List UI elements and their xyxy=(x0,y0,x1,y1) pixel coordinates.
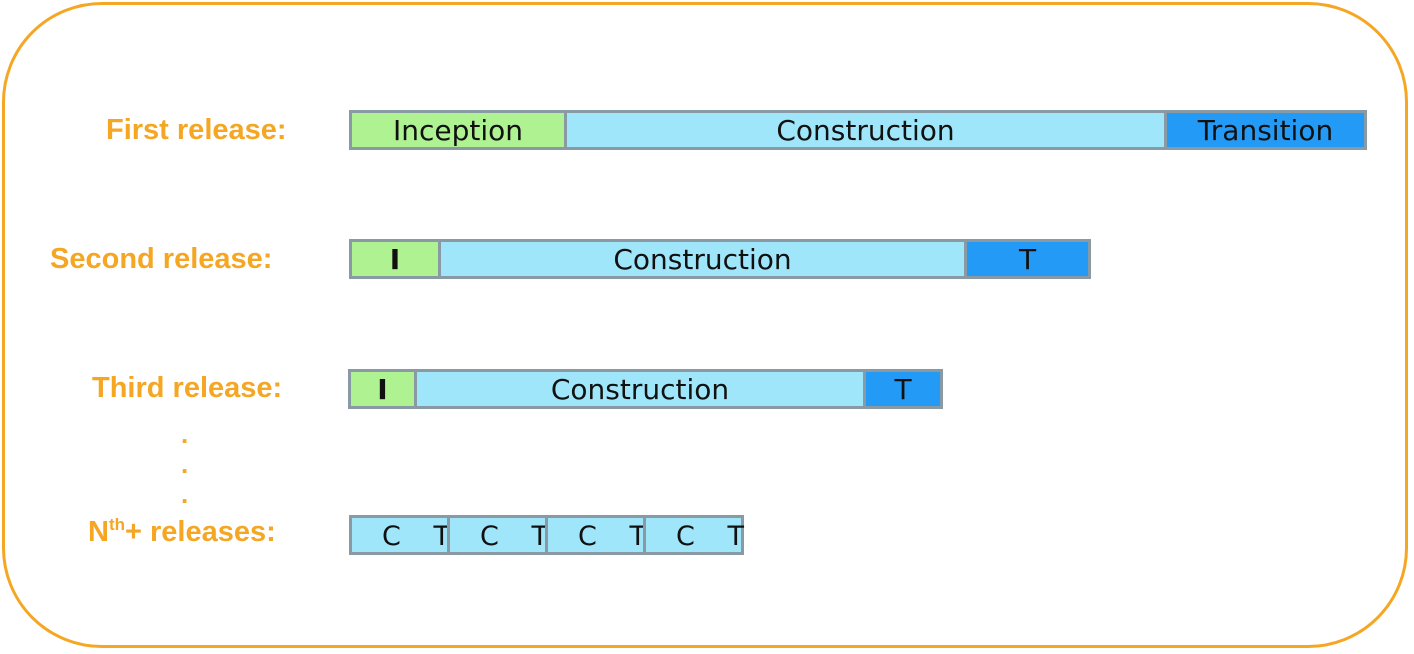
nth-release-block: C T xyxy=(349,515,450,555)
second-release-bar: I Construction T xyxy=(349,239,1091,279)
nth-block-transition: T xyxy=(433,521,451,552)
ellipsis-dot-2: . xyxy=(181,449,189,479)
nth-releases-label: Nth+ releases: xyxy=(88,512,276,552)
nth-block-transition: T xyxy=(727,521,745,552)
ellipsis-dot-3: . xyxy=(181,479,189,509)
first-release-construction: Construction xyxy=(564,110,1167,150)
second-release-label: Second release: xyxy=(50,243,273,275)
nth-block-construction: C xyxy=(382,521,401,552)
nth-release-block: C T xyxy=(447,515,548,555)
second-release-construction: Construction xyxy=(438,239,967,279)
nth-label-sup: th xyxy=(108,515,125,534)
second-release-inception: I xyxy=(349,239,441,279)
ellipsis-dot-1: . xyxy=(181,419,189,449)
nth-label-rest: + releases: xyxy=(125,516,276,548)
nth-release-block: C T xyxy=(545,515,646,555)
first-release-transition: Transition xyxy=(1164,110,1367,150)
second-release-transition: T xyxy=(964,239,1091,279)
nth-release-block: C T xyxy=(643,515,744,555)
nth-block-construction: C xyxy=(676,521,695,552)
first-release-label: First release: xyxy=(106,114,287,146)
third-release-inception: I xyxy=(348,369,417,409)
third-release-bar: I Construction T xyxy=(348,369,943,409)
nth-block-transition: T xyxy=(531,521,549,552)
nth-block-construction: C xyxy=(578,521,597,552)
nth-releases-bar: C T C T C T C T xyxy=(349,515,744,555)
third-release-label: Third release: xyxy=(92,372,283,404)
third-release-transition: T xyxy=(863,369,943,409)
first-release-bar: Inception Construction Transition xyxy=(349,110,1367,150)
first-release-inception: Inception xyxy=(349,110,567,150)
nth-label-base: N xyxy=(88,516,109,548)
nth-block-transition: T xyxy=(629,521,647,552)
nth-block-construction: C xyxy=(480,521,499,552)
third-release-construction: Construction xyxy=(414,369,866,409)
